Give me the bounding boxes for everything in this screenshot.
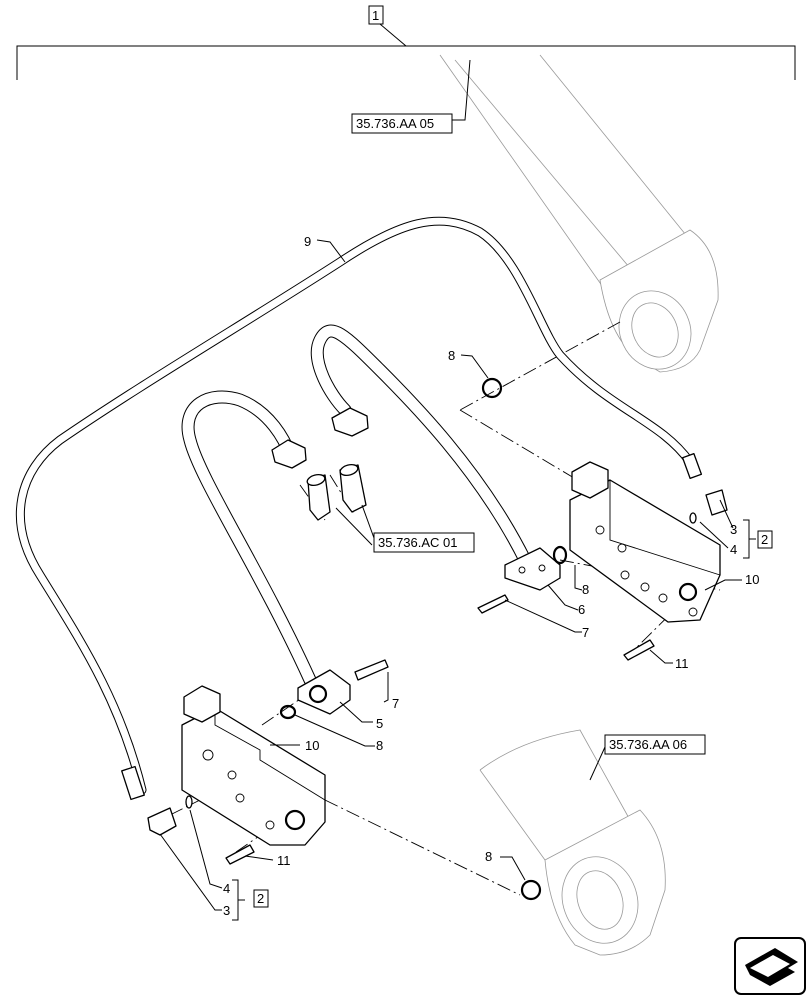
assembly-bracket: 1 xyxy=(16,5,796,80)
hose-9-fitting-right xyxy=(681,452,703,480)
label-3-left: 3 xyxy=(223,903,230,918)
valve-block-right xyxy=(569,461,721,623)
hose-loop-left xyxy=(181,390,317,687)
callout-1: 1 xyxy=(372,8,379,23)
hose-nut-right xyxy=(331,407,369,437)
label-11-right: 11 xyxy=(675,656,689,671)
hose-loop-right xyxy=(310,324,532,567)
elbow-fitting-right xyxy=(689,489,728,524)
label-8-top: 8 xyxy=(448,348,455,363)
valve-block-left-cap xyxy=(183,685,221,723)
ref-top: 35.736.AA 05 xyxy=(351,113,453,134)
callout-2-left: 2 xyxy=(257,891,264,906)
check-valves xyxy=(306,463,367,521)
callout-box-2-left xyxy=(253,889,269,908)
callout-box-1 xyxy=(368,5,384,25)
callout-2-right: 2 xyxy=(761,532,768,547)
ref-top-text: 35.736.AA 05 xyxy=(356,116,434,131)
oring-8-bottom xyxy=(520,879,542,901)
flange-right xyxy=(477,547,561,614)
ref-bottom: 35.736.AA 06 xyxy=(604,734,706,755)
label-11-left: 11 xyxy=(277,853,291,868)
label-7-left: 7 xyxy=(392,696,399,711)
valve-block-right-port xyxy=(678,582,698,602)
label-8-bottom: 8 xyxy=(485,849,492,864)
flange-left xyxy=(297,659,389,715)
label-8-right: 8 xyxy=(582,582,589,597)
upper-cylinder xyxy=(439,54,719,373)
bolt-11-right xyxy=(623,639,655,661)
oring-8-top xyxy=(481,377,503,399)
bolt-11-left xyxy=(225,844,255,865)
bracket-left xyxy=(232,879,245,921)
valve-block-right-cap xyxy=(571,461,609,499)
oring-8-right xyxy=(552,545,568,565)
lower-cylinder xyxy=(479,729,666,956)
bracket-right xyxy=(743,519,756,559)
label-4-right: 4 xyxy=(730,542,737,557)
leader-lines xyxy=(159,59,742,911)
label-4-left: 4 xyxy=(223,881,230,896)
valve-block-left-port xyxy=(284,809,306,831)
hose-9 xyxy=(15,216,703,801)
ref-bottom-text: 35.736.AA 06 xyxy=(609,737,687,752)
valve-block-left xyxy=(181,685,326,846)
ref-middle: 35.736.AC 01 xyxy=(373,532,475,553)
navigation-arrow-icon[interactable] xyxy=(734,937,806,995)
label-10-left: 10 xyxy=(305,738,319,753)
label-9: 9 xyxy=(304,234,311,249)
oring-8-left xyxy=(279,704,297,720)
bolt-7-left xyxy=(354,659,389,681)
callout-box-2-right xyxy=(757,530,773,549)
hose-nut-left xyxy=(271,439,307,469)
label-6: 6 xyxy=(578,602,585,617)
elbow-fitting-left xyxy=(147,795,193,836)
ref-middle-text: 35.736.AC 01 xyxy=(378,535,458,550)
label-10-right: 10 xyxy=(745,572,759,587)
label-5: 5 xyxy=(376,716,383,731)
hose-9-fitting-left xyxy=(121,765,145,801)
hose-nuts xyxy=(271,407,369,469)
label-7-right: 7 xyxy=(582,625,589,640)
bolt-7-right xyxy=(477,594,509,614)
label-3-right: 3 xyxy=(730,522,737,537)
label-8-left: 8 xyxy=(376,738,383,753)
